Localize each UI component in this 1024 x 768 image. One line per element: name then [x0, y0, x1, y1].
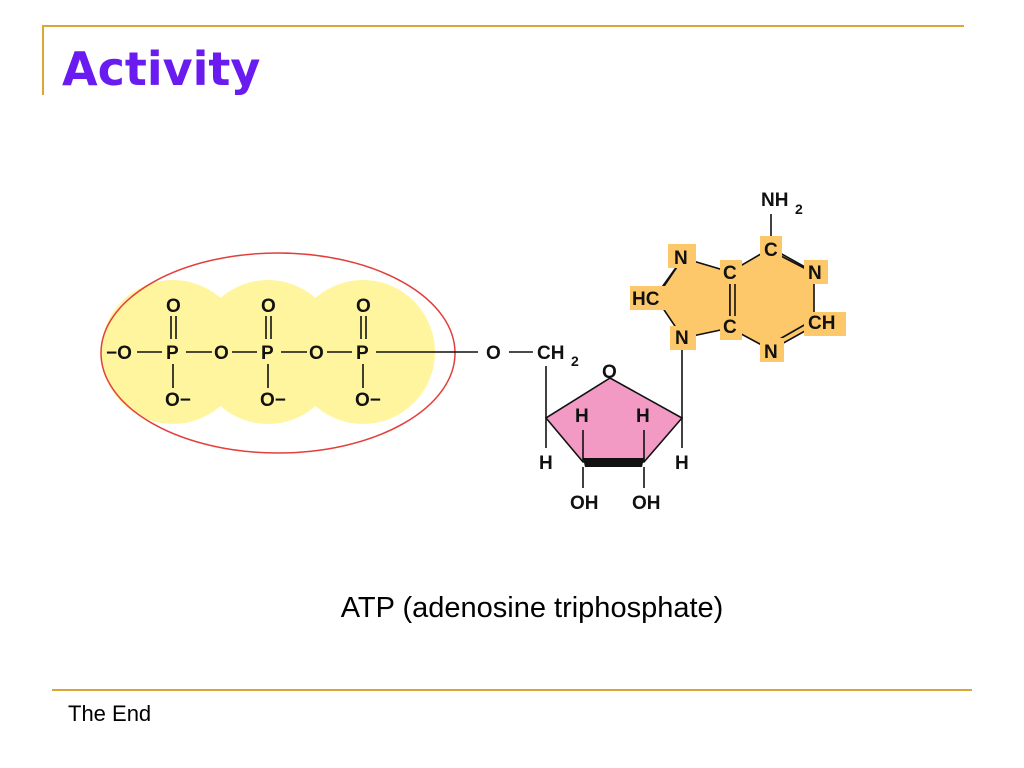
atom-h-c1: H	[675, 453, 689, 474]
atom-nh2-subscript: 2	[795, 201, 803, 217]
atom-o-linker: O	[486, 343, 501, 364]
atom-n9: N	[675, 328, 689, 349]
atom-ring-o: O	[602, 362, 617, 383]
atom-ch2: CH	[537, 343, 564, 364]
atom-o-minus-1: O−	[165, 390, 191, 411]
atom-p-alpha: P	[166, 343, 179, 364]
footer-divider	[52, 689, 972, 691]
frame-top-line	[42, 25, 964, 27]
atom-o-top-3: O	[356, 296, 371, 317]
atom-o-top-1: O	[166, 296, 181, 317]
slide-title: Activity	[62, 42, 261, 96]
atom-o-minus-left: −O	[106, 343, 132, 364]
adenine-base: NH 2 C N C N HC C CH N N	[630, 190, 846, 363]
phosphate-ellipse	[100, 252, 456, 454]
phosphate-bonds	[137, 316, 533, 388]
ribose-ring: O H H H H OH OH	[539, 348, 689, 514]
atom-p-beta: P	[261, 343, 274, 364]
atom-o-minus-3: O−	[355, 390, 381, 411]
atom-o-top-2: O	[261, 296, 276, 317]
atom-h-c4: H	[539, 453, 553, 474]
atom-ch2-ring: CH	[808, 313, 835, 334]
atom-c6: C	[764, 240, 778, 261]
atom-c4: C	[723, 317, 737, 338]
atom-o-bridge-1: O	[214, 343, 229, 364]
atom-o-bridge-2: O	[309, 343, 324, 364]
atom-oh-c2: OH	[632, 493, 661, 514]
atom-o-minus-2: O−	[260, 390, 286, 411]
phosphate-highlight	[101, 280, 435, 424]
footer-text: The End	[68, 701, 152, 726]
atom-p-gamma: P	[356, 343, 369, 364]
linker: O CH 2	[486, 343, 579, 369]
atom-c5: C	[723, 263, 737, 284]
phosphate-atoms: −O P O O− O P O O− O P O O−	[106, 296, 381, 411]
diagram-caption: ATP (adenosine triphosphate)	[340, 592, 724, 624]
frame-left-line	[42, 25, 44, 95]
atom-oh-c3: OH	[570, 493, 599, 514]
atom-n7: N	[674, 248, 688, 269]
atom-h-ring-right: H	[636, 406, 650, 427]
atom-n3: N	[764, 342, 778, 363]
atom-h-ring-left: H	[575, 406, 589, 427]
atom-nh2: NH	[761, 190, 788, 211]
atom-n1: N	[808, 263, 822, 284]
atom-hc8: HC	[632, 289, 660, 310]
atom-ch2-subscript: 2	[571, 353, 579, 369]
